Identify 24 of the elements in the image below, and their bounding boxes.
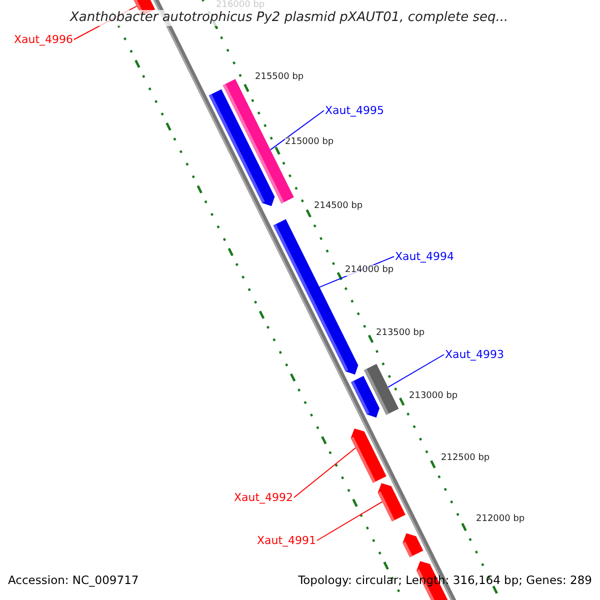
gene-segment bbox=[350, 428, 386, 483]
tick-label: 214000 bp bbox=[345, 265, 394, 276]
gene-label: Xaut_4996 bbox=[14, 33, 74, 46]
gene-segment bbox=[364, 364, 399, 415]
leader-line bbox=[294, 447, 356, 498]
tick-label: 215500 bp bbox=[255, 72, 304, 83]
tick-label: 215000 bp bbox=[285, 137, 334, 148]
gene-label: Xaut_4991 bbox=[257, 534, 316, 548]
tick-label: 213500 bp bbox=[376, 328, 425, 339]
gene-label: Xaut_4994 bbox=[395, 250, 454, 264]
leader-line bbox=[270, 110, 324, 150]
gene-label: Xaut_4993 bbox=[445, 348, 504, 362]
leader-line bbox=[316, 501, 383, 541]
gene-label: Xaut_4992 bbox=[234, 491, 294, 504]
tick-label: 213000 bp bbox=[409, 391, 458, 402]
title: Xanthobacter autotrophicus Py2 plasmid pXAUT01, complete seq... bbox=[70, 10, 508, 26]
gene-segment bbox=[378, 483, 406, 522]
info-text: Accession: NC_009717 bbox=[8, 574, 139, 588]
gene-segment bbox=[402, 533, 424, 558]
gene-label: Xaut_4995 bbox=[325, 104, 384, 118]
tick-label: 214500 bp bbox=[314, 201, 363, 212]
tick-label: 212000 bp bbox=[476, 514, 525, 525]
tick-label: 212500 bp bbox=[441, 453, 490, 464]
leader-line bbox=[388, 354, 444, 388]
